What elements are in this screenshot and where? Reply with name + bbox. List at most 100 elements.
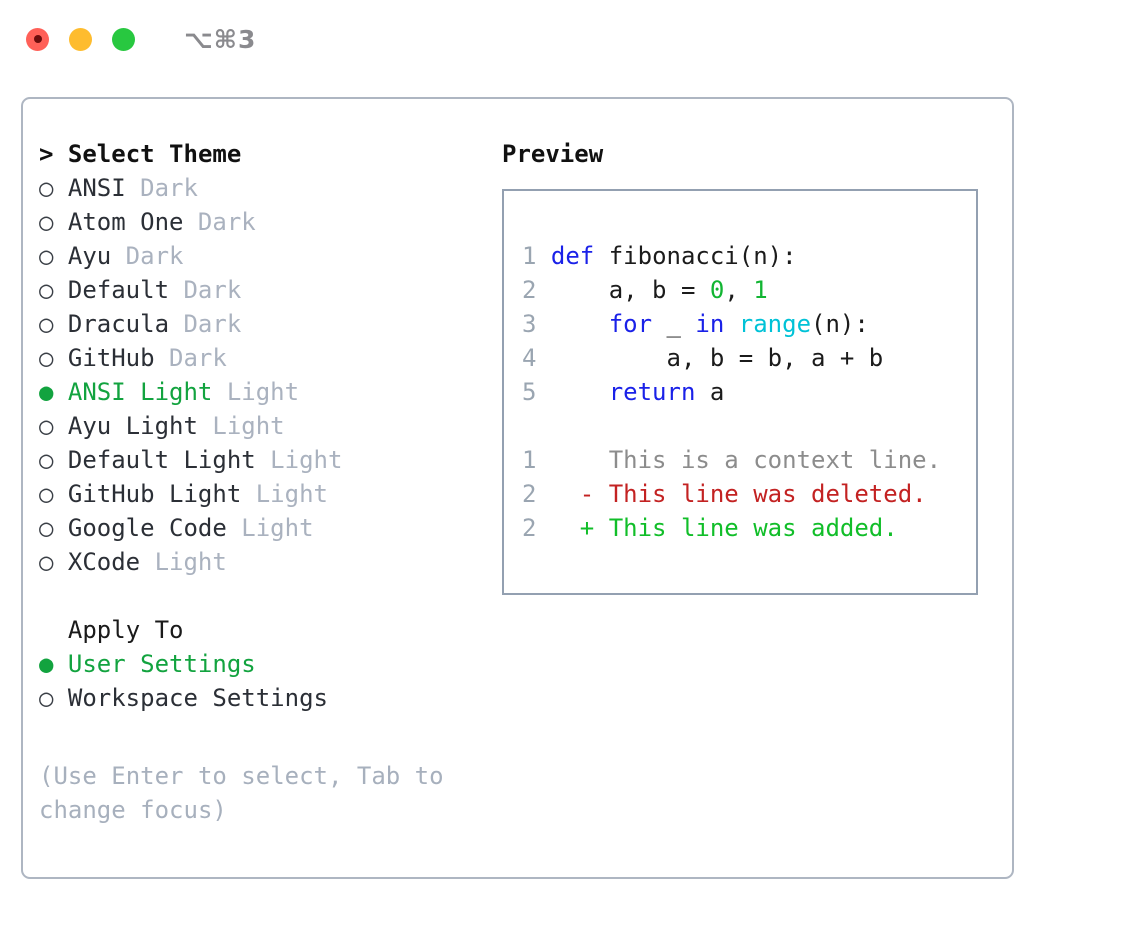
option-category: Dark — [154, 344, 227, 372]
theme-option-11[interactable]: ○ XCode Light — [39, 545, 499, 579]
keyboard-shortcut-label: ⌥⌘3 — [184, 24, 257, 54]
keyboard-hint-text: (Use Enter to select, Tab to change focu… — [39, 762, 444, 824]
close-window-icon[interactable] — [26, 27, 49, 51]
line-number: 5 — [522, 378, 551, 406]
code-line-0: 1 def fibonacci(n): — [522, 239, 976, 273]
theme-option-0[interactable]: ○ ANSI Dark — [39, 171, 499, 205]
spacer — [53, 477, 67, 511]
diff-text-add: + This line was added. — [550, 514, 898, 542]
spacer — [53, 443, 67, 477]
preview-column: Preview 1 def fibonacci(n):2 a, b = 0, 1… — [502, 137, 1002, 595]
radio-unselected-icon: ○ — [39, 208, 54, 236]
option-category: Light — [212, 378, 300, 406]
code-diff-spacer — [522, 409, 976, 443]
code-line-2: 3 for _ in range(n): — [522, 307, 976, 341]
option-label: Default — [67, 276, 170, 304]
diff-line-number: 1 — [522, 446, 551, 474]
option-label: XCode — [67, 548, 141, 576]
code-token-id: , — [724, 276, 754, 304]
code-token-fn: range — [738, 310, 812, 338]
theme-option-1[interactable]: ○ Atom One Dark — [39, 205, 499, 239]
code-line-1: 2 a, b = 0, 1 — [522, 273, 976, 307]
code-token-id: a, b = — [550, 276, 710, 304]
diff-line-number: 2 — [522, 514, 551, 542]
spacer — [53, 545, 67, 579]
code-token-id — [551, 378, 609, 406]
maximize-window-icon[interactable] — [112, 27, 135, 51]
option-label: GitHub Light — [67, 480, 242, 508]
theme-option-10[interactable]: ○ Google Code Light — [39, 511, 499, 545]
option-category: Light — [140, 548, 227, 576]
apply-to-option-1[interactable]: ○ Workspace Settings — [39, 681, 499, 715]
line-number: 3 — [522, 310, 551, 338]
option-category: Dark — [183, 208, 256, 236]
code-token-id: a, b = b, a + b — [550, 344, 884, 372]
radio-unselected-icon: ○ — [39, 310, 54, 338]
radio-unselected-icon: ○ — [39, 412, 54, 440]
theme-option-9[interactable]: ○ GitHub Light Light — [39, 477, 499, 511]
theme-option-3[interactable]: ○ Default Dark — [39, 273, 499, 307]
minimize-window-icon[interactable] — [69, 27, 92, 51]
option-label: Ayu — [67, 242, 112, 270]
diff-line-1: 2 - This line was deleted. — [522, 477, 976, 511]
diff-line-number: 2 — [522, 480, 551, 508]
traffic-light-group — [26, 27, 135, 51]
code-token-id: _ — [652, 310, 696, 338]
option-category: Light — [255, 446, 343, 474]
option-label: Dracula — [67, 310, 170, 338]
spacer — [53, 205, 67, 239]
apply-to-heading: Apply To — [67, 616, 184, 644]
option-category: Light — [241, 480, 328, 508]
theme-option-4[interactable]: ○ Dracula Dark — [39, 307, 499, 341]
code-token-id: fibonacci(n): — [594, 242, 797, 270]
code-line-3: 4 a, b = b, a + b — [522, 341, 976, 375]
spacer — [53, 511, 67, 545]
spacer — [53, 409, 67, 443]
spacer — [53, 647, 67, 681]
option-label: Workspace Settings — [67, 684, 328, 712]
radio-unselected-icon: ○ — [39, 684, 54, 712]
radio-unselected-icon: ○ — [39, 514, 54, 542]
select-theme-heading: > Select Theme — [39, 140, 242, 168]
option-label: Ayu Light — [67, 412, 198, 440]
apply-to-option-0[interactable]: ● User Settings — [39, 647, 499, 681]
code-token-id — [551, 310, 609, 338]
code-token-id — [724, 310, 738, 338]
theme-option-6[interactable]: ● ANSI Light Light — [39, 375, 499, 409]
spacer — [53, 171, 67, 205]
code-token-id: a — [695, 378, 725, 406]
code-token-kw: return — [608, 378, 696, 406]
radio-unselected-icon: ○ — [39, 242, 54, 270]
diff-line-2: 2 + This line was added. — [522, 511, 976, 545]
diff-line-0: 1 This is a context line. — [522, 443, 976, 477]
radio-unselected-icon: ○ — [39, 446, 54, 474]
code-token-num: 0 — [709, 276, 725, 304]
theme-option-5[interactable]: ○ GitHub Dark — [39, 341, 499, 375]
option-category: Light — [197, 412, 285, 440]
radio-unselected-icon: ○ — [39, 548, 54, 576]
spacer — [53, 239, 67, 273]
line-number: 1 — [522, 242, 551, 270]
spacer — [53, 307, 67, 341]
option-category: Dark — [125, 174, 198, 202]
line-number: 4 — [522, 344, 551, 372]
theme-option-7[interactable]: ○ Ayu Light Light — [39, 409, 499, 443]
radio-unselected-icon: ○ — [39, 174, 54, 202]
theme-list: ○ ANSI Dark○ Atom One Dark○ Ayu Dark○ De… — [39, 171, 499, 579]
diff-text-ctx: This is a context line. — [550, 446, 942, 474]
option-category: Light — [226, 514, 314, 542]
theme-option-8[interactable]: ○ Default Light Light — [39, 443, 499, 477]
code-token-kw: in — [695, 310, 725, 338]
radio-unselected-icon: ○ — [39, 480, 54, 508]
theme-option-2[interactable]: ○ Ayu Dark — [39, 239, 499, 273]
theme-selector-dialog: > Select Theme ○ ANSI Dark○ Atom One Dar… — [21, 97, 1014, 879]
title-bar: ⌥⌘3 — [0, 0, 1140, 78]
option-label: Atom One — [67, 208, 184, 236]
option-label: Default Light — [67, 446, 256, 474]
preview-heading: Preview — [502, 140, 604, 168]
code-token-num: 1 — [753, 276, 768, 304]
option-label: ANSI Light — [67, 378, 213, 406]
option-category: Dark — [111, 242, 184, 270]
